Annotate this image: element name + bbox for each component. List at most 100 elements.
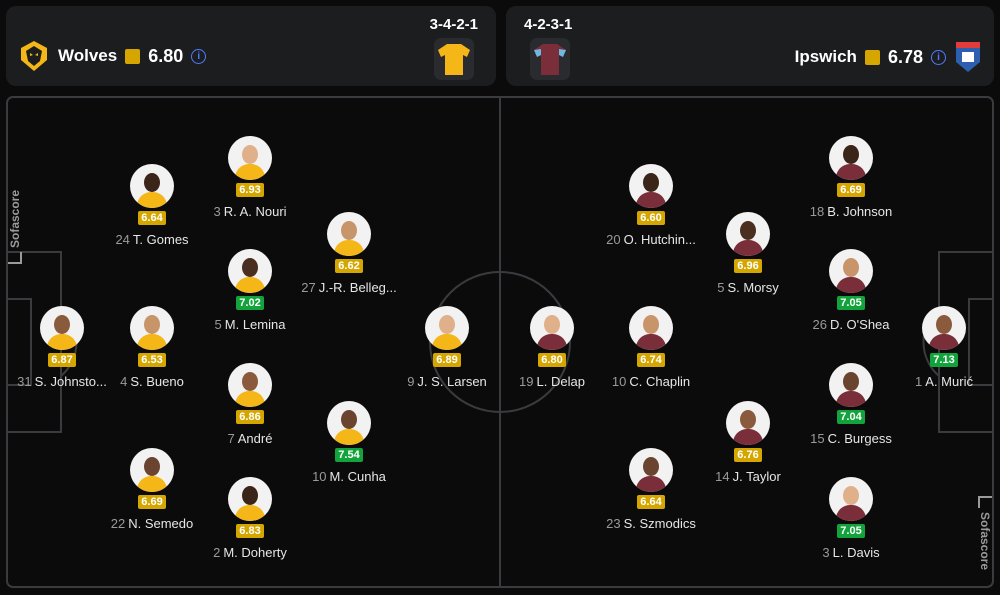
player-rating: 6.76 [734,448,762,462]
player-name: D. O'Shea [829,317,890,332]
player-name: S. Bueno [130,374,184,389]
sofascore-watermark: Sofascore [978,496,992,570]
player-rating: 6.87 [48,353,76,367]
player-photo [829,249,873,293]
away-team-name[interactable]: Ipswich [794,47,857,66]
player-rating: 6.80 [538,353,566,367]
home-team-header: Wolves 6.80 i 3-4-2-1 [6,6,496,86]
player-number: 2 [213,545,221,560]
player-name: J.-R. Belleg... [318,280,397,295]
player-number: 15 [810,431,825,446]
wolves-crest-icon[interactable] [18,40,50,72]
watermark-text: Sofascore [978,512,992,571]
player-photo [228,477,272,521]
player-number: 10 [611,374,627,389]
away-formation: 4-2-3-1 [524,16,573,33]
player-name: C. Burgess [827,431,892,446]
player-photo [629,306,673,350]
player-photo [130,306,174,350]
player-number: 5 [214,317,222,332]
info-icon[interactable]: i [931,49,946,65]
player-name: André [237,431,273,446]
away-team-rating: 6.78 [887,46,923,67]
player-photo [629,164,673,208]
player-number: 4 [120,374,128,389]
player-rating: 6.69 [837,183,865,197]
watermark-text: Sofascore [8,189,22,248]
player-number: 27 [301,280,316,295]
player-rating: 7.54 [335,448,363,462]
player-photo [228,136,272,180]
player-number: 23 [606,516,621,531]
player-number: 22 [110,516,126,531]
player-photo [40,306,84,350]
player-rating: 6.64 [138,211,166,225]
player-name: J. Taylor [732,469,781,484]
player-photo [629,448,673,492]
player-number: 5 [717,280,725,295]
player-rating: 7.02 [236,296,264,310]
away-team-summary: Ipswich 6.78 i [795,40,982,74]
player-rating: 7.05 [837,524,865,538]
player-number: 19 [519,374,534,389]
home-team-name[interactable]: Wolves [58,46,118,65]
player-name: T. Gomes [132,232,189,247]
away-rating-icon [864,49,880,65]
player-photo [327,401,371,445]
player-photo [228,249,272,293]
player-name: O. Hutchin... [623,232,696,247]
player-name: S. Szmodics [623,516,696,531]
home-team-summary: Wolves 6.80 i [18,40,207,72]
player-name: L. Delap [536,374,585,389]
player-photo [922,306,966,350]
ipswich-crest-icon[interactable] [954,40,982,74]
player-rating: 6.83 [236,524,264,538]
player-photo [726,212,770,256]
info-icon[interactable]: i [191,48,207,64]
player-photo [425,306,469,350]
home-rating-icon [125,48,141,64]
player-photo [726,401,770,445]
home-formation: 3-4-2-1 [429,16,478,33]
player-number: 24 [115,232,130,247]
player-photo [228,363,272,407]
